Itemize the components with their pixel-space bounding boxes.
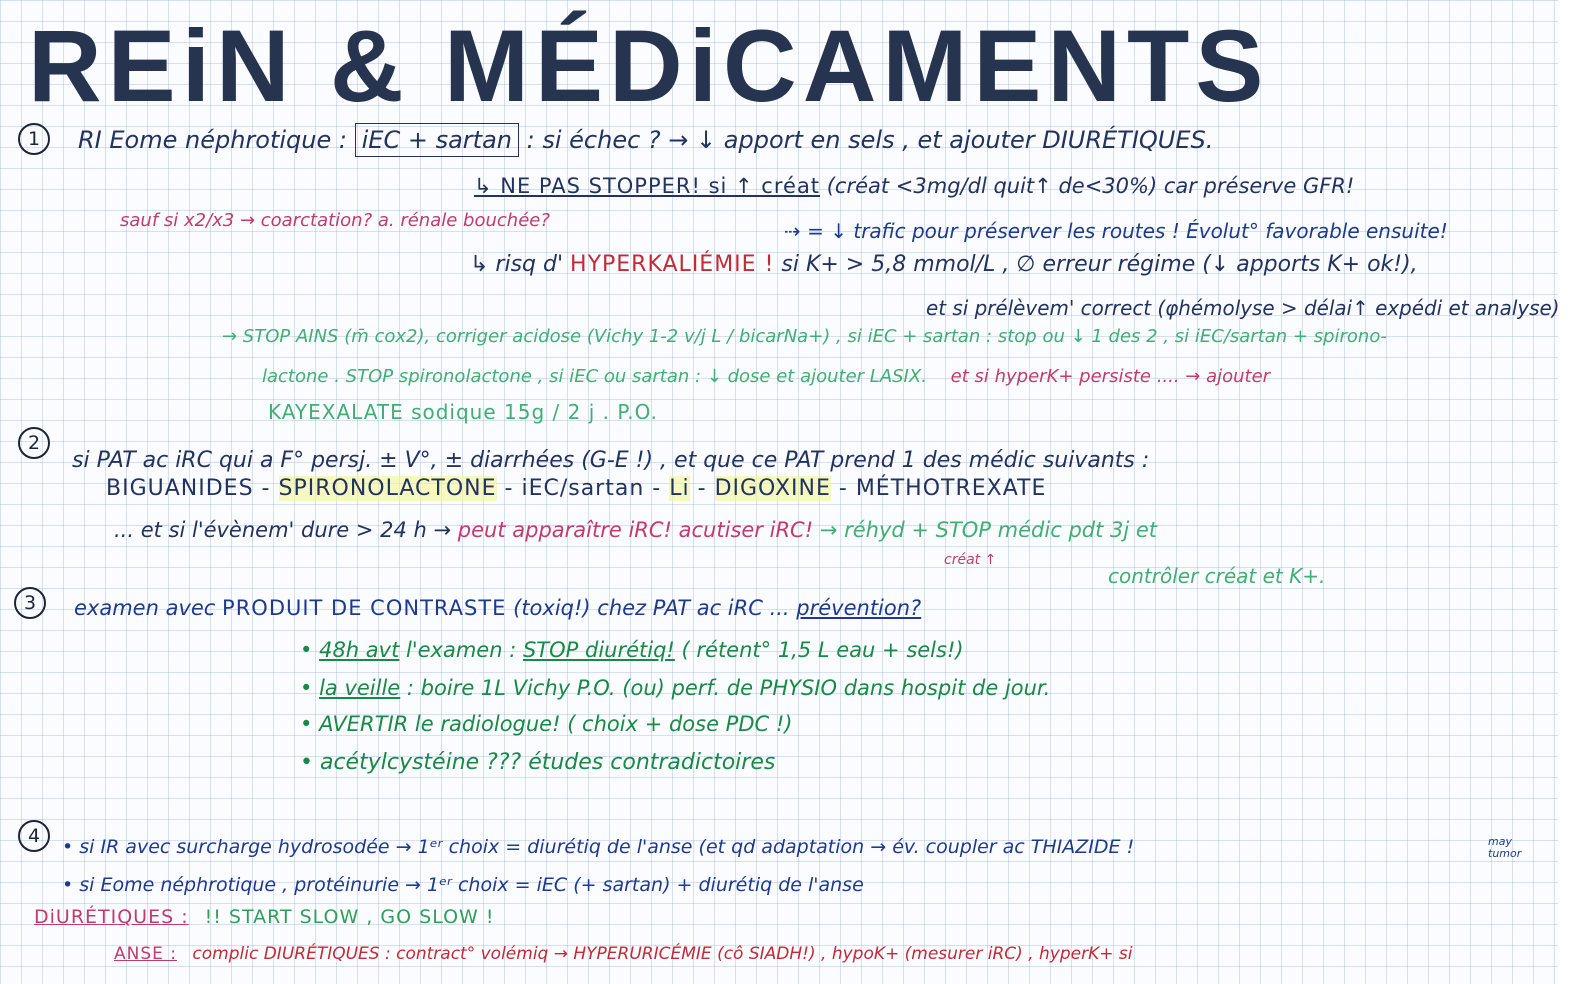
s4-line3: DiURÉTIQUES : !! START SLOW , GO SLOW ! [34, 908, 495, 927]
bullet-dot: • [300, 676, 313, 700]
s1-line7-green: lactone . STOP spironolactone , si iEC o… [262, 366, 927, 387]
s2-line4: contrôler créat et K+. [1108, 564, 1326, 588]
s1-line7: lactone . STOP spironolactone , si iEC o… [262, 368, 1270, 386]
s2-sep: - [697, 476, 707, 501]
s1-line4-end: si K+ > 5,8 mmol/L , ∅ erreur régime (↓ … [781, 252, 1418, 277]
s2-med-spironolactone: SPIRONOLACTONE [278, 476, 497, 501]
s1-line2: ↳ NE PAS STOPPER! si ↑ créat (créat <3mg… [474, 176, 1354, 197]
bullet-dot: • [300, 712, 313, 736]
s2-line3: ... et si l'évènem' dure > 24 h → peut a… [114, 520, 1157, 541]
s2-med-biguanides: BIGUANIDES [106, 476, 254, 501]
s1-line7-pink: et si hyperK+ persiste .... → ajouter [950, 366, 1271, 387]
s4-line2: • si Eome néphrotique , protéinurie → 1ᵉ… [62, 874, 864, 896]
s1-line8: KAYEXALATE sodique 15g / 2 j . P.O. [268, 400, 658, 424]
s1-line6: → STOP AINS (m̄ cox2), corriger acidose … [222, 326, 1387, 347]
s2-line3-navy: ... et si l'évènem' dure > 24 h → [114, 518, 452, 542]
bullet-dot: • [300, 750, 313, 775]
s2-medication-list: BIGUANIDES - SPIRONOLACTONE - iEC/sartan… [106, 476, 1047, 501]
s3-line1-c: (toxiq!) chez PAT ac iRC ... [513, 596, 790, 620]
s3-b3-text: AVERTIR le radiologue! ( choix + dose PD… [319, 712, 793, 736]
s3-line1-a: examen avec [74, 596, 216, 620]
s1-line5: et si prélèvem' correct (φhémolyse > dél… [926, 296, 1560, 320]
s3-b2-text: : boire 1L Vichy P.O. (ou) perf. de PHYS… [406, 676, 1051, 700]
s1-line3-pink: sauf si x2/x3 → coarctation? a. rénale b… [120, 210, 550, 231]
s2-med-methotrexate: MÉTHOTREXATE [855, 476, 1047, 501]
s4-line1-b: 1ᵉʳ choix = diurétiq de l'anse [417, 836, 693, 858]
s2-med-lithium: Li [669, 476, 690, 501]
s1-ne-pas-stopper: ↳ NE PAS STOPPER! si ↑ créat [474, 174, 821, 198]
page-title: REiN & MÉDiCAMENTS [28, 9, 1270, 123]
s2-creat-note: créat ↑ [944, 552, 997, 568]
s1-line3-blue: ⇢ = ↓ trafic pour préserver les routes !… [784, 219, 1448, 243]
s2-med-digoxine: DIGOXINE [714, 476, 831, 501]
s1-line1-end: : si échec ? → ↓ apport en sels , et ajo… [526, 126, 1214, 154]
s3-b1-stop-diuretiq: STOP diurétiq! [522, 638, 675, 662]
s2-sep: - [652, 476, 662, 501]
s4-complications: complic DIURÉTIQUES : contract° volémiq … [192, 944, 1133, 964]
section-number-1: 1 [18, 123, 50, 155]
s3-bullet-4: • acétylcystéine ??? études contradictoi… [300, 752, 775, 774]
s3-line1: examen avec PRODUIT DE CONTRASTE (toxiq!… [74, 598, 921, 619]
s4-line1-c: (et qd adaptation → év. coupler ac THIAZ… [698, 836, 1135, 858]
s1-hyperkaliemie: HYPERKALIÉMIE ! [570, 252, 775, 277]
s4-anse-label: ANSE : [114, 944, 178, 964]
s1-risk-label: ↳ risq d' [470, 252, 564, 277]
s2-med-iec-sartan: iEC/sartan [521, 476, 645, 501]
section-number-3: 3 [14, 587, 46, 619]
s3-bullet-2: • la veille : boire 1L Vichy P.O. (ou) p… [300, 678, 1050, 699]
s3-produit-contraste: PRODUIT DE CONTRASTE [222, 596, 507, 620]
s2-line3-green: → réhyd + STOP médic pdt 3j et [819, 518, 1158, 542]
s4-line1: • si IR avec surcharge hydrosodée → 1ᵉʳ … [62, 838, 1134, 857]
s2-sep: - [838, 476, 848, 501]
s3-bullet-3: • AVERTIR le radiologue! ( choix + dose … [300, 714, 792, 735]
s3-b1-underlined: 48h avt [319, 638, 400, 662]
s3-prevention: prévention? [796, 596, 922, 620]
s4-diuretiques-label: DiURÉTIQUES : [34, 906, 189, 928]
s3-b1-text2: ( rétent° 1,5 L eau + sels!) [681, 638, 964, 662]
s2-line3-pink: peut apparaître iRC! acutiser iRC! [457, 518, 814, 542]
s1-line4: ↳ risq d' HYPERKALIÉMIE ! si K+ > 5,8 mm… [470, 254, 1418, 276]
s3-b4-text: acétylcystéine ??? études contradictoire… [319, 750, 776, 775]
s1-line1: RI Eome néphrotique : iEC + sartan : si … [78, 123, 1214, 157]
bullet-dot: • [300, 638, 313, 662]
s3-b2-underlined: la veille [319, 676, 401, 700]
s4-start-slow: !! START SLOW , GO SLOW ! [204, 906, 495, 928]
s1-line2-end: (créat <3mg/dl quit↑ de<30%) car préserv… [826, 174, 1355, 198]
section-number-4: 4 [18, 820, 50, 852]
s1-line1-start: RI Eome néphrotique : [78, 126, 347, 154]
s2-sep: - [261, 476, 271, 501]
s4-margin-note: may tumor [1488, 835, 1522, 861]
s2-sep: - [504, 476, 514, 501]
s3-b1-text: l'examen : [406, 638, 517, 662]
s3-bullet-1: • 48h avt l'examen : STOP diurétiq! ( ré… [300, 640, 964, 661]
page-edge [1558, 0, 1574, 984]
s4-line1-a: • si IR avec surcharge hydrosodée → [62, 836, 412, 858]
s4-line4: ANSE : complic DIURÉTIQUES : contract° v… [114, 946, 1132, 963]
s2-line1: si PAT ac iRC qui a F° persj. ± V°, ± di… [72, 448, 1150, 473]
s1-boxed-iec-sartan: iEC + sartan [354, 123, 519, 157]
section-number-2: 2 [18, 427, 50, 459]
